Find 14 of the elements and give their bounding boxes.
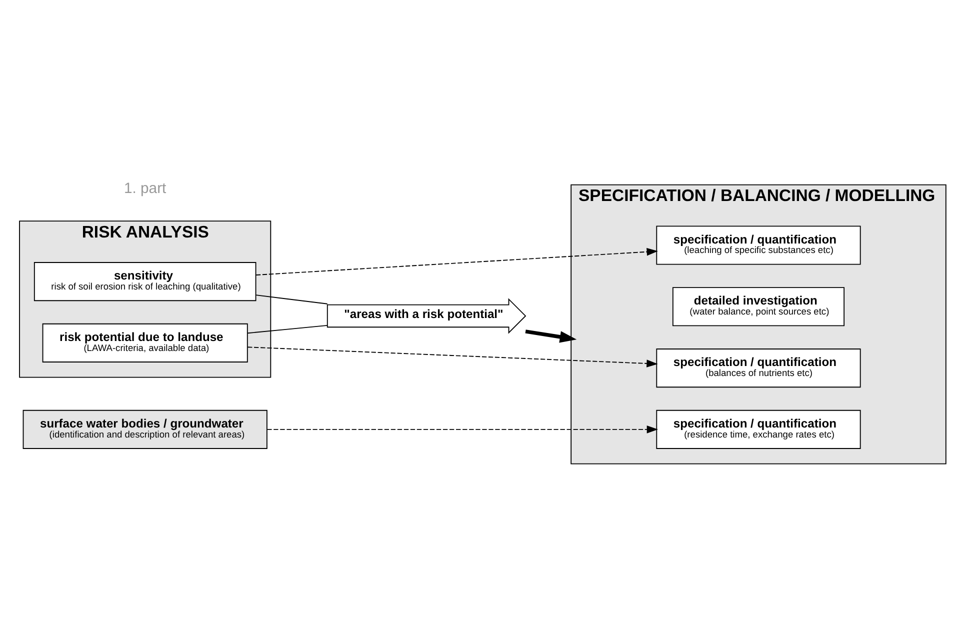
- label: 1. part: [124, 180, 166, 196]
- node-box: sensitivity risk of soil erosion risk of leaching (qualitative): [34, 262, 256, 301]
- node-box: specification / quantification (residence time, exchange rates etc): [656, 409, 861, 448]
- arrow: [247, 346, 658, 367]
- node-box: risk potential due to landuse (LAWA-criteria, available data): [42, 322, 248, 362]
- node-box: surface water bodies / groundwater (identification and description of relevant areas): [22, 409, 268, 448]
- node-box: specification / quantification (leaching of specific substances etc): [656, 225, 861, 264]
- connector: [247, 324, 328, 334]
- arrow: [266, 425, 658, 433]
- connector: [256, 294, 328, 304]
- node-box: detailed investigation (water balance, point sources etc): [672, 286, 845, 326]
- node-box: specification / quantification (balances of nutrients etc): [656, 348, 861, 388]
- arrow: [525, 329, 577, 342]
- arrow: [256, 247, 658, 275]
